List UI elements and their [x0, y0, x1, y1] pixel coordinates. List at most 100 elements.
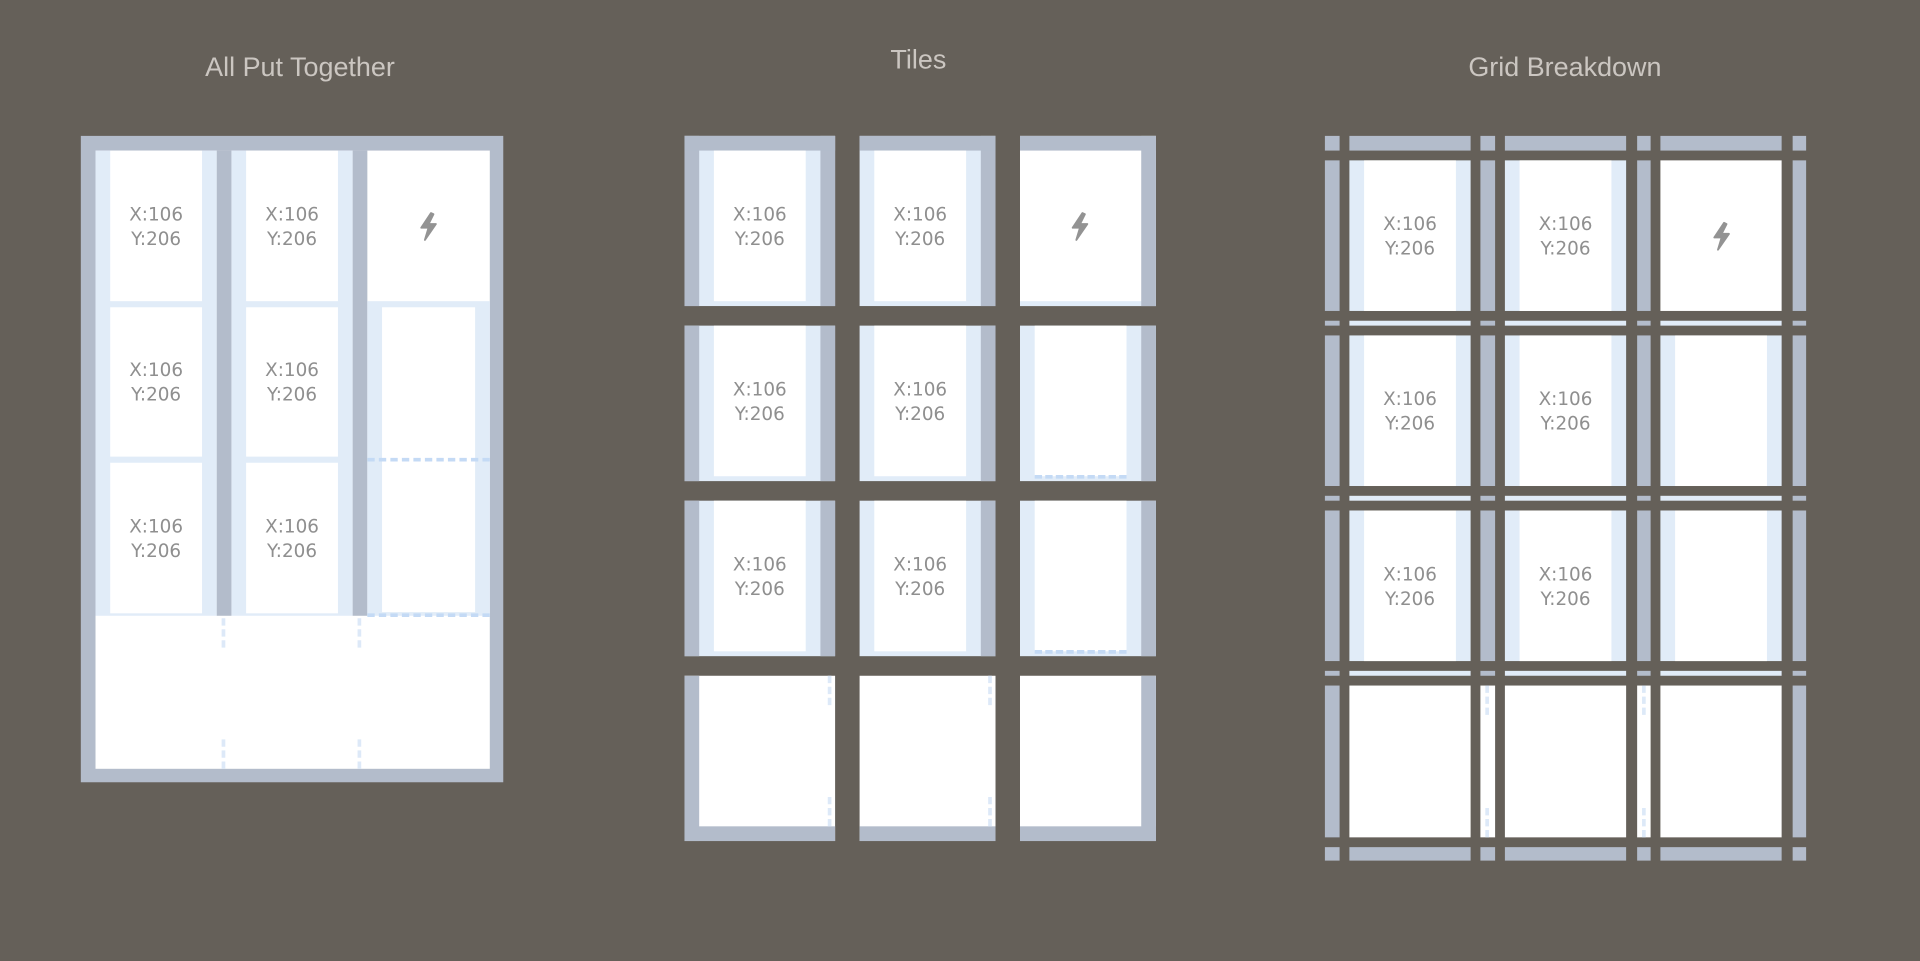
gutter [1324, 510, 1340, 662]
cell [1660, 685, 1782, 838]
cell [1349, 685, 1471, 838]
title-grid-breakdown: Grid Breakdown [1468, 51, 1662, 83]
gutter [684, 325, 700, 482]
row-gap [1349, 320, 1471, 326]
gutter [1480, 335, 1496, 487]
row-gap [1504, 320, 1627, 326]
gutter [859, 826, 996, 842]
tile-coord-y: Y:206 [895, 227, 946, 250]
cell-content [1519, 510, 1612, 662]
gutter [1020, 135, 1156, 151]
gutter [1324, 160, 1340, 311]
tile-coord-y: Y:206 [1384, 587, 1436, 610]
tile-content [713, 150, 806, 302]
gutter [1324, 847, 1340, 861]
dashed-guide [357, 739, 362, 769]
tile [110, 462, 203, 614]
gutter [1324, 135, 1340, 151]
row-gap [1637, 670, 1651, 676]
tile [110, 150, 203, 302]
cell-content [1364, 335, 1456, 487]
tile [246, 307, 338, 457]
tile-coord-x: X:106 [1383, 387, 1437, 410]
cell-content [1364, 160, 1456, 311]
gutter [1141, 135, 1156, 307]
tile-coord-x: X:106 [265, 202, 319, 225]
row-gap [1792, 495, 1807, 501]
row-gap [1660, 495, 1782, 501]
tile-coord-y: Y:206 [267, 539, 318, 562]
gutter [1480, 847, 1496, 861]
tile-coord-x: X:106 [893, 552, 948, 575]
gutter [1792, 335, 1807, 487]
gutter [1792, 510, 1807, 662]
gap [1480, 685, 1496, 838]
dashed-guide [1642, 807, 1646, 838]
tile-content [874, 325, 967, 477]
row-gap [1324, 495, 1340, 501]
tile-coord-x: X:106 [1538, 212, 1593, 235]
lightning-bolt-icon [1065, 211, 1094, 243]
gutter [859, 135, 996, 151]
dashed-guide [1034, 650, 1127, 654]
tile [246, 150, 338, 302]
tile-coord-x: X:106 [1383, 562, 1437, 585]
gutter [980, 500, 996, 657]
gutter [1637, 847, 1651, 861]
gutter [1637, 160, 1651, 311]
tile-coord-y: Y:206 [1384, 236, 1436, 259]
dashed-guide [827, 675, 832, 706]
cell [1504, 685, 1627, 838]
row-gap [1324, 320, 1340, 326]
tile [684, 675, 836, 842]
gutter [684, 135, 836, 151]
gutter [1637, 510, 1651, 662]
row-gap [1480, 320, 1496, 326]
tile-coord-y: Y:206 [734, 227, 785, 250]
gap [1637, 685, 1651, 838]
cell-content [1675, 335, 1767, 487]
gutter [1660, 135, 1782, 151]
title-tiles: Tiles [890, 44, 947, 75]
gutter [1792, 685, 1807, 838]
row-gap [1637, 495, 1651, 501]
tile-coord-y: Y:206 [734, 402, 785, 425]
tile-coord-x: X:106 [1538, 562, 1593, 585]
tile-coord-y: Y:206 [131, 227, 182, 250]
title-all-put-together: All Put Together [205, 51, 395, 83]
tile-coord-y: Y:206 [1540, 587, 1591, 610]
tile-coord-y: Y:206 [1540, 236, 1591, 259]
tile-content [874, 500, 967, 652]
gutter [1141, 500, 1156, 657]
gutter [1349, 847, 1471, 861]
tile-coord-y: Y:206 [131, 539, 182, 562]
row-gap [1792, 670, 1807, 676]
row-gap [1660, 320, 1782, 326]
gutter [820, 135, 836, 307]
gutter [1792, 847, 1807, 861]
row-gap [1480, 495, 1496, 501]
gutter [1792, 160, 1807, 311]
tile-content [1034, 500, 1127, 652]
dashed-guide [367, 613, 490, 617]
gutter [1792, 135, 1807, 151]
tile [246, 462, 338, 614]
gutter [820, 325, 836, 482]
row-gap [1324, 670, 1340, 676]
cell-content [1675, 510, 1767, 662]
cell-content [1519, 335, 1612, 487]
dashed-guide [357, 618, 362, 648]
tile-coord-x: X:106 [129, 202, 184, 225]
row-gap [1504, 670, 1627, 676]
tile [1020, 135, 1156, 307]
gutter [1324, 685, 1340, 838]
gutter [820, 500, 836, 657]
gutter [1349, 135, 1471, 151]
